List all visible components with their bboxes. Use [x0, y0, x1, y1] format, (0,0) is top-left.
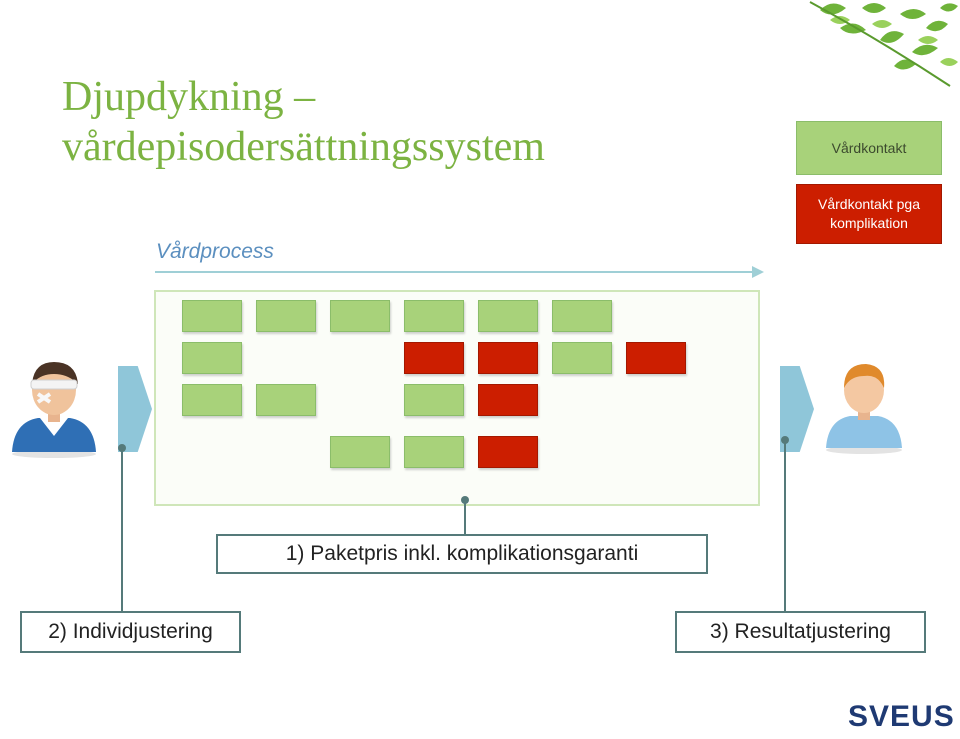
connector-package	[464, 500, 466, 536]
connector-package-dot	[461, 496, 469, 504]
care-contact-block	[182, 384, 242, 416]
care-contact-block	[256, 384, 316, 416]
connector-individual-dot	[118, 444, 126, 452]
process-label: Vårdprocess	[156, 240, 274, 263]
title-line-1: Djupdykning –	[62, 74, 316, 120]
process-arrow-head	[752, 266, 764, 278]
connector-result-dot	[781, 436, 789, 444]
leaves-decoration-icon	[809, 1, 958, 87]
care-contact-block	[330, 300, 390, 332]
care-contact-block	[256, 300, 316, 332]
healthy-person-icon	[826, 364, 902, 454]
care-contact-block	[182, 300, 242, 332]
care-contact-block	[478, 300, 538, 332]
entry-chevron	[118, 366, 152, 452]
complication-contact-block	[404, 342, 464, 374]
care-contact-block	[404, 300, 464, 332]
complication-contact-block	[478, 436, 538, 468]
complication-contact-block	[478, 342, 538, 374]
legend-complication-contact: Vårdkontakt pga komplikation	[796, 184, 942, 244]
care-contact-block	[552, 342, 612, 374]
care-contact-block	[182, 342, 242, 374]
care-contact-block	[404, 384, 464, 416]
page-title: Djupdykning – vårdepisodersättningssyste…	[62, 72, 545, 172]
care-contact-block	[552, 300, 612, 332]
complication-contact-block	[626, 342, 686, 374]
care-contact-block	[330, 436, 390, 468]
connector-result	[784, 440, 786, 613]
care-episode-frame	[154, 290, 760, 506]
package-price-box: 1) Paketpris inkl. komplikationsgaranti	[216, 534, 708, 574]
legend-care-contact: Vårdkontakt	[796, 121, 942, 175]
care-contact-block	[404, 436, 464, 468]
complication-contact-block	[478, 384, 538, 416]
sveus-logo: SVEUS	[848, 700, 955, 733]
process-arrow-line	[155, 271, 755, 273]
injured-patient-icon	[12, 362, 96, 458]
individual-adjustment-box: 2) Individjustering	[20, 611, 241, 653]
connector-individual	[121, 448, 123, 613]
result-adjustment-box: 3) Resultatjustering	[675, 611, 926, 653]
title-line-2: vårdepisodersättningssystem	[62, 124, 545, 170]
